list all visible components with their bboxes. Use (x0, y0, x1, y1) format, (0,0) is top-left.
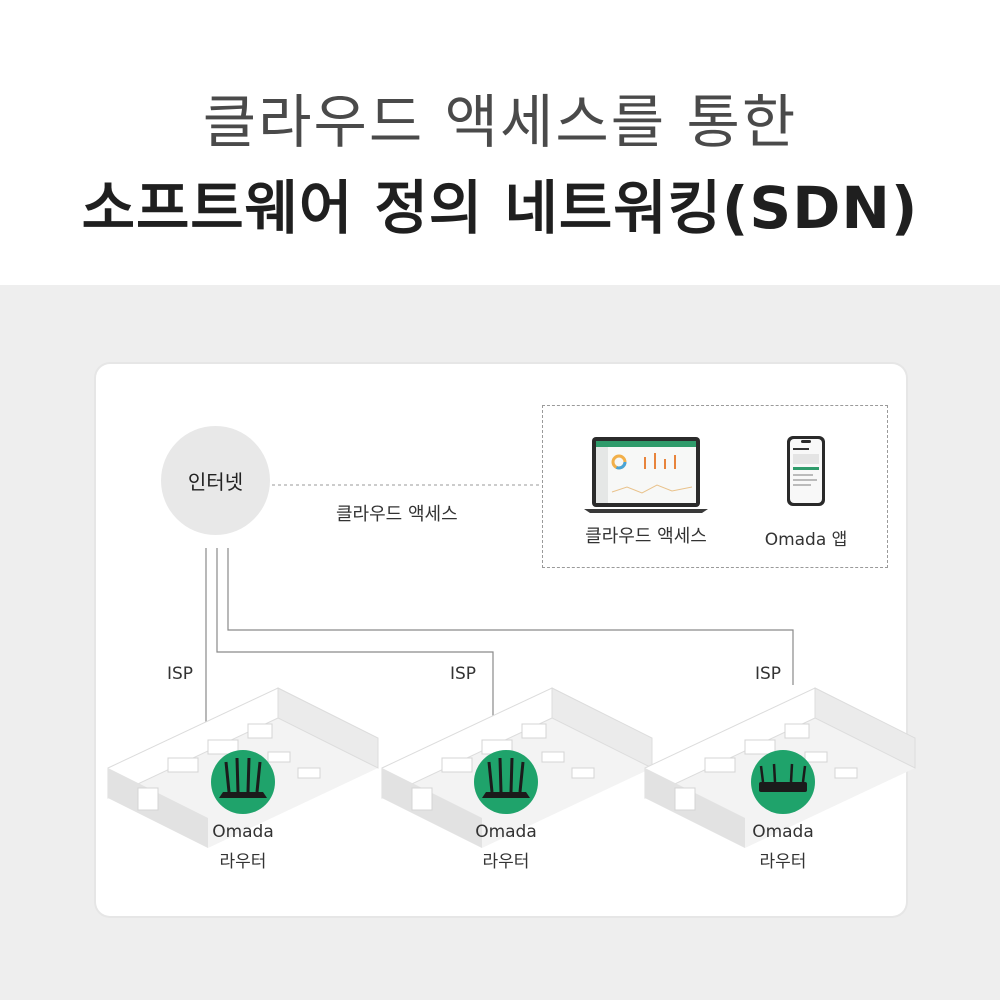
router-name-1: Omada (212, 822, 274, 842)
internet-label: 인터넷 (187, 470, 244, 494)
cloud-access-box (542, 405, 888, 568)
internet-node: 인터넷 (161, 426, 270, 535)
cloud-access-link-label: 클라우드 액세스 (336, 504, 458, 525)
router-type-3: 라우터 (759, 852, 807, 872)
router-name-2: Omada (475, 822, 537, 842)
isp-line-3 (227, 548, 794, 685)
header: 클라우드 액세스를 통한 소프트웨어 정의 네트워킹(SDN) (0, 0, 1000, 285)
router-badge-1 (211, 750, 275, 814)
router-type-1: 라우터 (219, 852, 267, 872)
isp-label-3: ISP (755, 664, 782, 684)
router-type-2: 라우터 (482, 852, 530, 872)
isp-label-2: ISP (450, 664, 477, 684)
router-name-3: Omada (752, 822, 814, 842)
phone-icon (787, 436, 825, 506)
phone-label: Omada 앱 (764, 530, 848, 550)
router-badge-2 (474, 750, 538, 814)
isp-label-1: ISP (167, 664, 194, 684)
laptop-label: 클라우드 액세스 (585, 526, 707, 547)
laptop-icon (584, 437, 708, 513)
title-line-2: 소프트웨어 정의 네트워킹(SDN) (81, 174, 919, 242)
router-badge-3 (751, 750, 815, 814)
isp-line-2 (216, 548, 494, 745)
isp-lines (205, 548, 794, 745)
title-line-1: 클라우드 액세스를 통한 (202, 88, 798, 156)
